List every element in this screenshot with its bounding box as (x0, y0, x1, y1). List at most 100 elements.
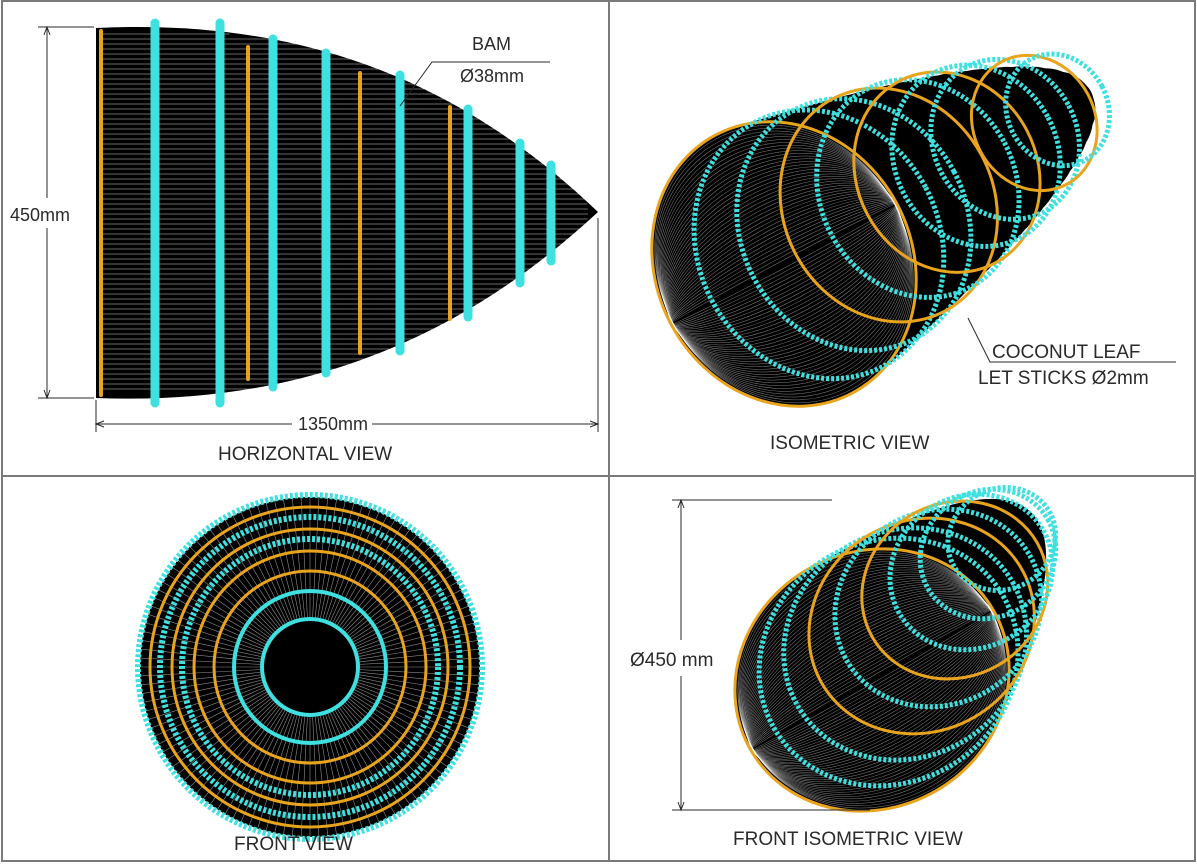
height-dimension-label: 450mm (10, 205, 70, 225)
radial-mesh-line (140, 669, 261, 677)
radial-mesh-line (320, 500, 346, 619)
length-dimension (94, 218, 600, 432)
bamboo-ring (945, 485, 1059, 593)
radial-mesh-line (142, 640, 261, 660)
bamboo-ring (157, 514, 463, 820)
radial-mesh-line (177, 698, 272, 775)
radial-mesh-line (148, 682, 263, 720)
radial-mesh-line (357, 614, 472, 652)
radial-mesh-line (358, 679, 475, 712)
radial-mesh-line (320, 715, 346, 834)
radial-mesh-line (209, 707, 281, 805)
bamboo-ring (179, 536, 441, 798)
radial-mesh-line (143, 677, 262, 703)
isometric-view-title: ISOMETRIC VIEW (770, 433, 929, 454)
radial-mesh-line (330, 511, 380, 622)
radial-mesh-line (356, 684, 469, 729)
radial-mesh-line (189, 546, 275, 632)
radial-mesh-line (353, 691, 458, 753)
height-dimension (38, 25, 94, 400)
bamboo-ring (928, 56, 1082, 222)
front-view-title: FRONT VIEW (234, 834, 353, 855)
radial-mesh-line (162, 581, 267, 643)
bamboo-ring (832, 506, 1045, 710)
radial-mesh-line (140, 657, 261, 665)
radial-mesh-line (345, 546, 431, 632)
bamboo-ring (135, 492, 485, 842)
radial-mesh-line (341, 705, 418, 800)
coconut-leaf-ring (860, 499, 1050, 681)
radial-mesh-line (359, 657, 480, 665)
radial-mesh-line (341, 534, 418, 629)
radial-mesh-line (300, 497, 308, 618)
radial-mesh-line (336, 708, 403, 810)
length-dimension-label: 1350mm (298, 414, 368, 434)
coconut-leaf-ring (148, 505, 472, 829)
radial-mesh-line (346, 700, 437, 781)
bamboo-ring (781, 525, 1030, 763)
radial-mesh-line (224, 519, 286, 624)
horizontal-view-title: HORIZONTAL VIEW (218, 444, 392, 465)
front-view-panel: FRONT VIEW (135, 492, 485, 855)
bamboo-ring (917, 486, 1059, 622)
bamboo-label: BAM (472, 34, 511, 54)
coconut-leaf-ring (733, 547, 1011, 813)
bamboo-ring (691, 107, 947, 382)
coconut-leaf-ring (170, 527, 450, 807)
radial-mesh-line (202, 534, 279, 629)
bamboo-ring (232, 589, 388, 745)
mesh-arc (654, 124, 914, 404)
front-isometric-view-panel: Ø450 mm FRONT ISOMETRIC VIEW (628, 485, 1059, 850)
front-rings (135, 492, 485, 842)
diameter-dimension-label: Ø450 mm (630, 650, 713, 671)
radial-mesh-line (314, 716, 329, 837)
coconut-leaf-ring (192, 549, 428, 785)
radial-mesh-line (265, 715, 298, 832)
radial-mesh-line (257, 505, 295, 620)
front-core (262, 619, 358, 715)
front-isometric-view-title: FRONT ISOMETRIC VIEW (733, 829, 963, 850)
front-isometric-cone-body (734, 498, 1047, 812)
front-isometric-rings (733, 485, 1059, 813)
horizontal-view-panel: 450mm 1350mm BAM Ø38mm HORIZONTAL VIEW (10, 18, 600, 465)
radial-mesh-line (325, 505, 363, 620)
bamboo-ring (887, 491, 1056, 653)
radial-mesh-line (332, 711, 388, 819)
front-disc-mesh (140, 497, 480, 837)
radial-mesh-line (148, 614, 263, 652)
radial-mesh-line (240, 511, 290, 622)
coconut-leaf-sticks-label: LET STICKS Ø2mm (978, 368, 1149, 389)
radial-mesh-line (189, 702, 275, 788)
coconut-leaf-ring (852, 70, 1042, 274)
isometric-view-panel: COCONUT LEAF LET STICKS Ø2mm ISOMETRIC V… (650, 51, 1176, 454)
diameter-label-background (628, 646, 726, 674)
radial-mesh-line (350, 696, 448, 768)
coconut-leaf-ring (969, 53, 1099, 193)
radial-mesh-line (154, 687, 265, 737)
radial-mesh-line (154, 597, 265, 647)
radial-mesh-line (359, 674, 478, 694)
radial-mesh-line (300, 716, 308, 837)
bamboo-ring (1003, 51, 1112, 169)
radial-mesh-line (325, 714, 363, 829)
coconut-leaf-ring (650, 120, 918, 408)
isometric-rings (650, 51, 1112, 408)
diameter-dimension (672, 498, 870, 812)
radial-mesh-line (224, 710, 286, 815)
bamboo-ring (260, 617, 360, 717)
bamboo-ring (734, 96, 974, 354)
coconut-leaf-leader (967, 317, 1176, 363)
radial-mesh-line (312, 497, 320, 618)
coconut-leaf-ring (212, 569, 408, 765)
radial-mesh-line (353, 581, 458, 643)
bamboo-diameter-label: Ø38mm (460, 66, 524, 86)
radial-mesh-line (177, 559, 272, 636)
radial-mesh-line (355, 597, 466, 647)
radial-mesh-line (359, 640, 478, 660)
radial-mesh-line (283, 716, 303, 835)
coconut-leaf-ring (807, 516, 1036, 736)
bamboo-ring (889, 62, 1063, 249)
radial-mesh-line (240, 712, 290, 823)
